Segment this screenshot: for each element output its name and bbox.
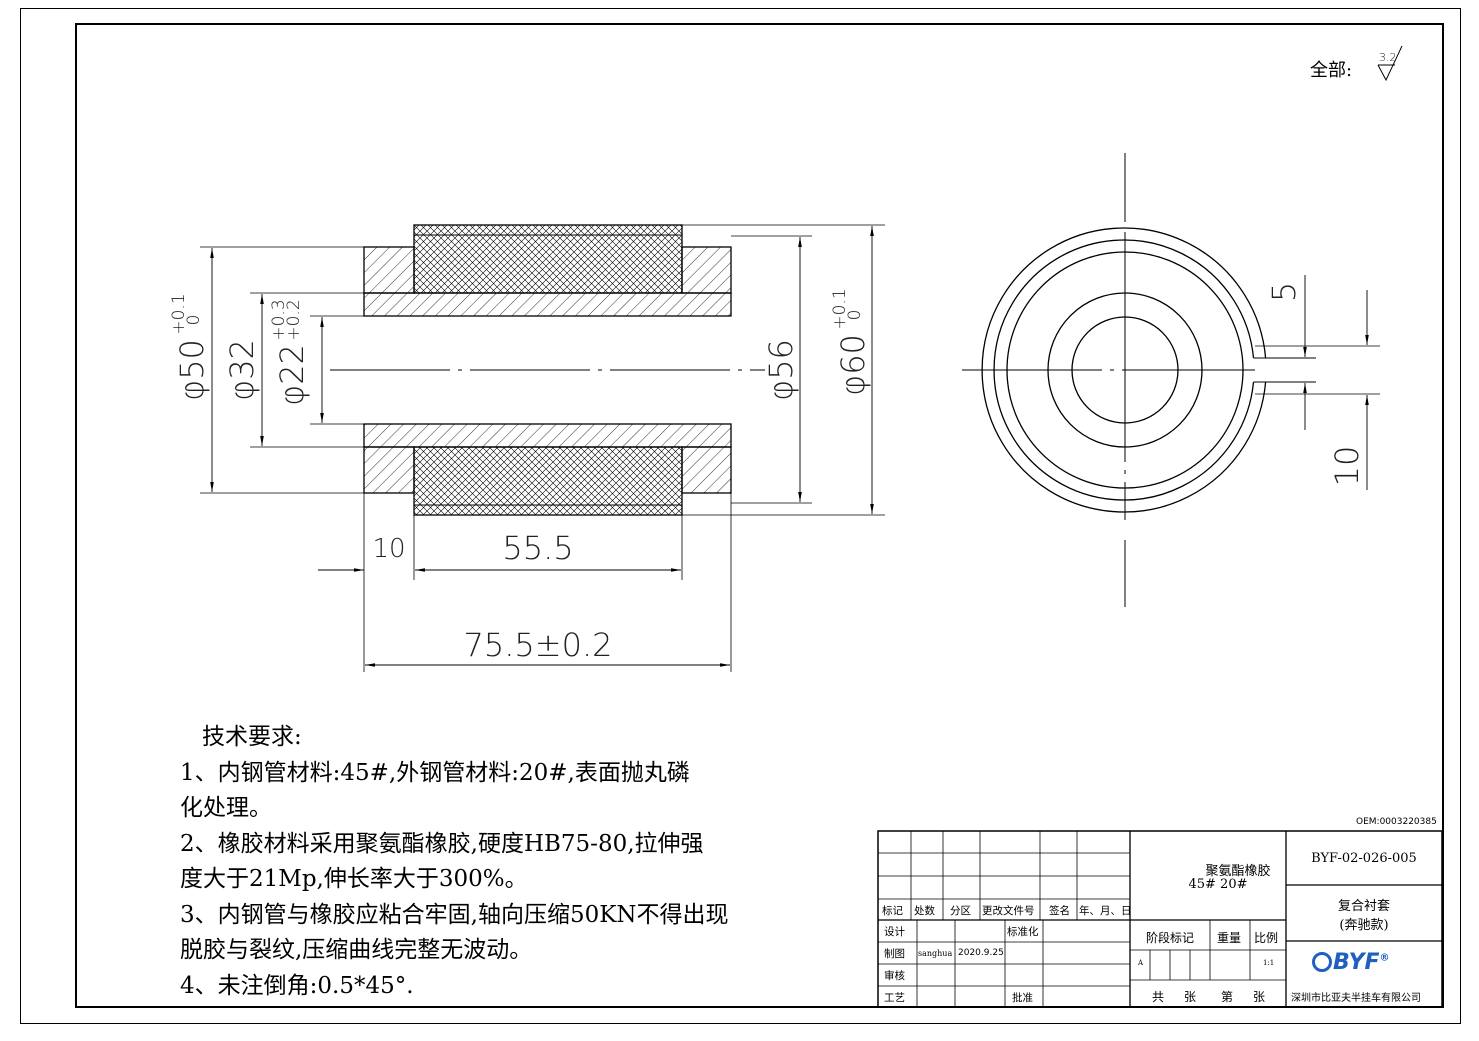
label-stage: 阶段标记 — [1146, 931, 1195, 945]
label-sheet2: 张 — [1253, 990, 1266, 1004]
surface-finish-label: 全部: — [1310, 60, 1353, 81]
end-view: 5 10 — [962, 153, 1380, 607]
drawing-number: BYF-02-026-005 — [1311, 851, 1417, 866]
surface-finish-note: 全部: — [1310, 56, 1352, 82]
section-view: φ50 +0.1 0 φ32 φ22 +0.3 +0.2 φ56 φ60 +0.… — [169, 224, 885, 672]
notes-title: 技术要求: — [202, 724, 302, 750]
dim-len10: 10 — [372, 534, 405, 564]
note-line: 度大于21Mp,伸长率大于300%。 — [180, 866, 528, 892]
logo-ring-icon — [1312, 952, 1332, 972]
label-standardize: 标准化 — [1007, 926, 1039, 938]
label-design: 设计 — [884, 926, 905, 938]
dim-slot10: 10 — [1328, 446, 1366, 487]
dim-d22-tol-upper: +0.3 — [269, 299, 289, 340]
dim-slot5: 5 — [1265, 282, 1303, 302]
drafter-name: sanghua — [918, 949, 953, 958]
label-drafting: 制图 — [884, 948, 905, 960]
oem-number: OEM:0003220385 — [1356, 817, 1437, 827]
dim-d32: φ32 — [223, 339, 261, 401]
material-line1: 聚氨酯橡胶 — [1205, 864, 1271, 879]
logo-registered-mark: ® — [1379, 952, 1390, 964]
rev-header-count: 处数 — [914, 905, 935, 917]
technical-requirements: 技术要求: 1、内钢管材料:45#,外钢管材料:20#,表面抛丸磷 化处理。 2… — [180, 720, 729, 1004]
note-line: 化处理。 — [180, 795, 272, 821]
company-logo: BYF® — [1312, 950, 1390, 975]
material-line2: 45# 20# — [1188, 877, 1248, 892]
title-block-grid — [877, 830, 1443, 1008]
logo-text: BYF — [1333, 950, 1380, 975]
dim-d50-tol-upper: +0.1 — [169, 293, 189, 334]
draft-date: 2020.9.25 — [958, 948, 1004, 958]
dim-len75: 75.5±0.2 — [464, 626, 613, 664]
dim-d22: φ22 — [273, 344, 311, 406]
part-name: 复合衬套 — [1337, 899, 1390, 914]
dim-d50-tol-lower: 0 — [184, 315, 204, 326]
part-variant: (奔驰款) — [1339, 918, 1389, 933]
label-scale: 比例 — [1254, 931, 1279, 945]
surface-finish-symbol: 3.2 — [1377, 45, 1403, 82]
note-line: 3、内钢管与橡胶应粘合牢固,轴向压缩50KN不得出现 — [180, 901, 729, 928]
dim-d56: φ56 — [762, 339, 800, 401]
stage-value: A — [1138, 959, 1144, 967]
rev-header-mark: 标记 — [882, 905, 903, 917]
label-page: 第 — [1221, 990, 1234, 1004]
surface-finish-value: 3.2 — [1379, 51, 1397, 64]
note-line: 1、内钢管材料:45#,外钢管材料:20#,表面抛丸磷 — [180, 759, 690, 786]
rev-header-zone: 分区 — [950, 905, 971, 917]
drawing-frame — [75, 23, 1444, 1008]
dim-d60: φ60 — [834, 334, 872, 396]
label-total: 共 — [1152, 990, 1165, 1004]
note-line: 脱胶与裂纹,压缩曲线完整无波动。 — [180, 937, 533, 963]
company-name: 深圳市比亚夫半挂车有限公司 — [1291, 993, 1421, 1004]
note-line: 4、未注倒角:0.5*45°. — [180, 972, 414, 999]
rev-header-docno: 更改文件号 — [982, 905, 1035, 917]
dim-d50: φ50 — [173, 339, 211, 401]
label-approve: 批准 — [1012, 992, 1033, 1004]
dim-d60-tol-lower: 0 — [845, 310, 865, 321]
label-process: 工艺 — [884, 992, 905, 1004]
dim-d60-tol-upper: +0.1 — [830, 288, 850, 329]
dim-len55: 55.5 — [502, 529, 573, 567]
label-review: 审核 — [884, 970, 905, 982]
rev-header-sign: 签名 — [1049, 905, 1070, 917]
rev-header-date: 年、月、日 — [1079, 905, 1132, 917]
label-sheets: 张 — [1184, 990, 1197, 1004]
scale-value: 1:1 — [1263, 959, 1275, 967]
note-line: 2、橡胶材料采用聚氨酯橡胶,硬度HB75-80,拉伸强 — [180, 830, 704, 857]
dim-d22-tol-lower: +0.2 — [284, 299, 304, 340]
outer-border — [20, 8, 1461, 1024]
label-weight: 重量 — [1217, 931, 1242, 945]
